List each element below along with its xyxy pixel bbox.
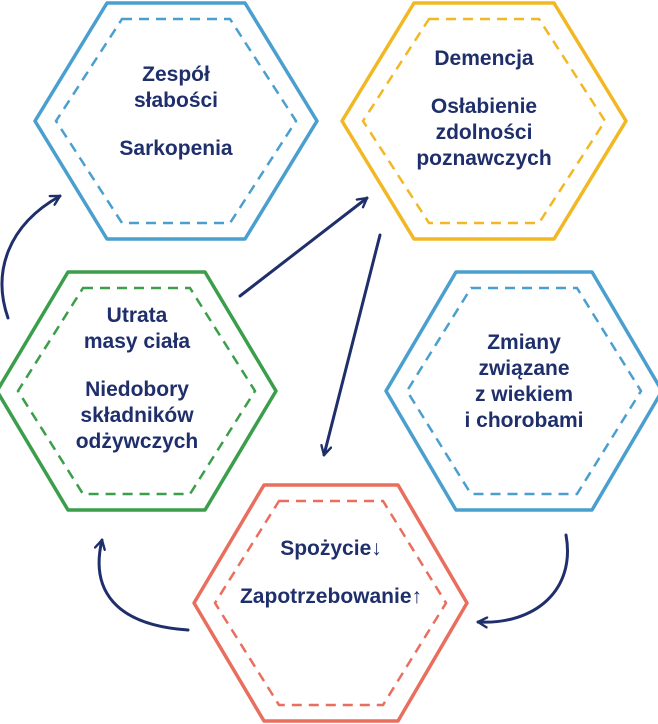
weight-loss-line-1: Utrata (106, 304, 168, 327)
weight-loss-line-2: masy ciała (83, 330, 191, 353)
arrow-intake-to-weight-loss (99, 538, 190, 632)
arrow-weight-loss-to-frailty (0, 194, 62, 320)
weight-loss-line-5: odżywczych (75, 430, 199, 453)
label-weight-loss: Utrata masy ciała Niedobory składników o… (37, 303, 237, 455)
weight-loss-line-3: Niedobory (85, 378, 189, 401)
hexagon-frailty (33, 1, 319, 241)
dementia-line-3: zdolności (435, 121, 533, 144)
label-frailty: Zespół słabości Sarkopenia (76, 62, 276, 162)
age-changes-line-3: z wiekiem (474, 383, 574, 406)
dementia-line-1: Demencja (434, 47, 534, 70)
age-changes-line-2: związane (478, 357, 570, 380)
hexagon-age-changes (384, 270, 658, 512)
arrow-age-changes-to-intake (476, 533, 569, 622)
age-changes-line-4: i chorobami (464, 409, 584, 432)
dementia-line-2: Osłabienie (430, 95, 538, 118)
arrow-dementia-to-intake (324, 233, 382, 457)
arrow-weight-loss-to-dementia (238, 196, 369, 298)
label-intake: Spożycie↓ Zapotrzebowanie↑ (206, 536, 456, 610)
intake-line-2: Zapotrzebowanie↑ (239, 585, 423, 608)
frailty-line-1: Zespół (142, 63, 210, 86)
hexagon-weight-loss (0, 270, 278, 512)
weight-loss-line-4: składników (80, 404, 194, 427)
label-dementia: Demencja Osłabienie zdolności poznawczyc… (384, 46, 584, 172)
dementia-line-4: poznawczych (416, 147, 552, 170)
hexagon-intake (192, 483, 469, 723)
hexagon-dementia (340, 1, 628, 241)
label-age-changes: Zmiany związane z wiekiem i chorobami (424, 330, 624, 434)
frailty-line-2: słabości (133, 89, 219, 112)
intake-line-1: Spożycie↓ (280, 537, 382, 560)
frailty-line-3: Sarkopenia (119, 137, 233, 160)
age-changes-line-1: Zmiany (487, 331, 561, 354)
